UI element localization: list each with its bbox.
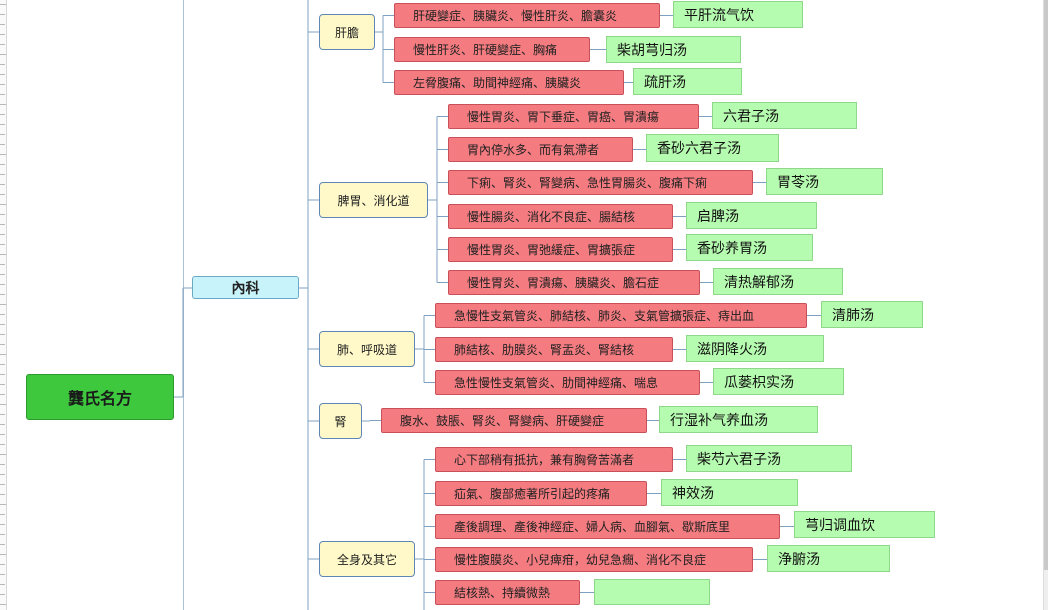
category-node[interactable]: 全身及其它 [319,541,415,577]
formula-node[interactable]: 行湿补气养血汤 [659,406,818,433]
formula-node[interactable]: 六君子汤 [712,102,857,129]
department-node-internal-medicine[interactable]: 內科 [192,276,299,299]
condition-node[interactable]: 肝硬變症、胰臟炎、慢性肝炎、膽囊炎 [394,3,660,28]
formula-node[interactable]: 香砂养胃汤 [686,234,813,261]
condition-node[interactable]: 胃內停水多、而有氣滯者 [448,137,633,162]
condition-node[interactable]: 慢性腹膜炎、小兒痺疳，幼兒急癇、消化不良症 [435,547,753,572]
formula-node[interactable]: 柴芍六君子汤 [686,445,852,472]
formula-node[interactable]: 滋阴降火汤 [686,335,824,362]
condition-node[interactable]: 急慢性支氣管炎、肺結核、肺炎、支氣管擴張症、痔出血 [435,303,807,328]
category-node[interactable]: 肝膽 [319,14,375,50]
formula-node[interactable]: 香砂六君子汤 [646,134,779,162]
formula-node[interactable]: 清热解郁汤 [713,268,843,295]
vertical-scrollbar[interactable] [1043,0,1048,610]
formula-node[interactable]: 神效汤 [661,479,798,506]
condition-node[interactable]: 慢性胃炎、胃下垂症、胃癌、胃潰瘍 [448,104,699,129]
condition-node[interactable]: 結核熱、持續微熱 [435,580,580,605]
condition-node[interactable]: 慢性胃炎、胃潰瘍、胰臟炎、膽石症 [448,270,700,295]
formula-node[interactable]: 柴胡芎归汤 [606,36,741,63]
formula-node[interactable]: 疏肝汤 [633,68,742,95]
condition-node[interactable]: 疝氣、腹部癒著所引起的疼痛 [435,481,647,506]
scrollbar-thumb[interactable] [1044,0,1048,570]
condition-node[interactable]: 肺結核、肋膜炎、腎盂炎、腎結核 [435,337,673,362]
formula-node[interactable]: 芎归调血饮 [794,511,935,538]
formula-node[interactable]: 平肝流气饮 [673,1,803,28]
condition-node[interactable]: 左脅腹痛、助間神經痛、胰臟炎 [394,70,624,95]
formula-node[interactable] [594,579,710,605]
root-node[interactable]: 龔氏名方 [26,374,174,420]
condition-node[interactable]: 產後調理、產後神經症、婦人病、血腳氣、歇斯底里 [435,514,780,539]
vertical-ruler [0,0,7,610]
condition-node[interactable]: 腹水、鼓脹、腎炎、腎變病、肝硬變症 [381,408,647,433]
condition-node[interactable]: 心下部稍有抵抗，兼有胸脅苦滿者 [435,447,673,472]
formula-node[interactable]: 瓜蒌枳实汤 [713,368,844,395]
formula-node[interactable]: 启脾汤 [686,202,817,229]
category-node[interactable]: 脾胃、消化道 [319,182,428,218]
formula-node[interactable]: 浄腑汤 [767,545,890,572]
condition-node[interactable]: 下痢、腎炎、腎變病、急性胃腸炎、腹痛下痢 [448,170,753,195]
condition-node[interactable]: 慢性胃炎、胃弛緩症、胃擴張症 [448,237,673,262]
condition-node[interactable]: 慢性肝炎、肝硬變症、胸痛 [394,37,590,62]
formula-node[interactable]: 胃苓汤 [766,168,883,195]
category-node[interactable]: 肺、呼吸道 [319,331,415,367]
category-node[interactable]: 腎 [319,403,362,439]
condition-node[interactable]: 慢性腸炎、消化不良症、腸結核 [448,204,673,229]
formula-node[interactable]: 清肺汤 [821,301,923,328]
condition-node[interactable]: 急性慢性支氣管炎、肋間神經痛、喘息 [435,370,700,395]
